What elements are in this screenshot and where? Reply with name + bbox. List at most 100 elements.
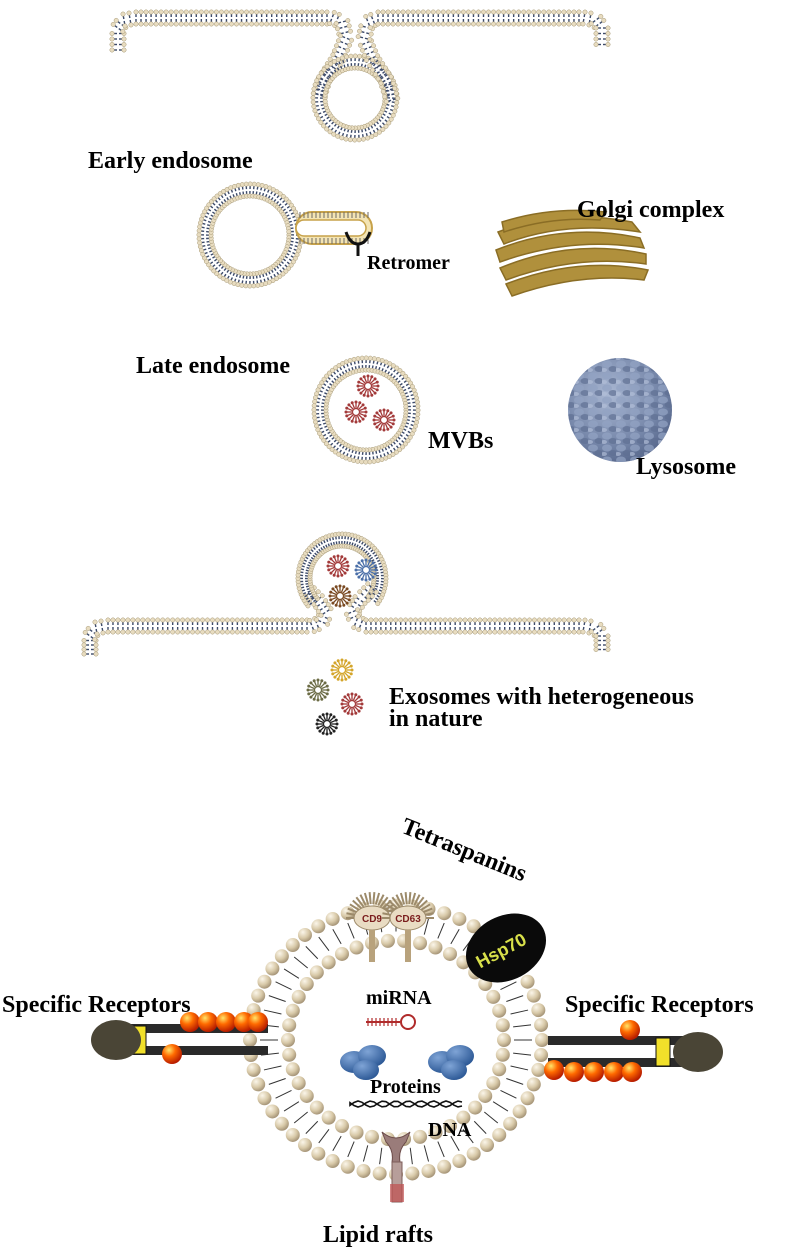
lipid-head-bead bbox=[421, 1163, 436, 1178]
lipid-head-bead bbox=[478, 1088, 493, 1103]
ligand-bead bbox=[622, 1062, 642, 1082]
lipid-head-bead bbox=[443, 1119, 457, 1134]
lipid-head-bead bbox=[325, 911, 340, 926]
hsp70-protein: Hsp70 bbox=[465, 913, 547, 983]
intraluminal-vesicle bbox=[344, 400, 368, 424]
ligand-bead bbox=[180, 1012, 200, 1032]
lipid-head-bead bbox=[282, 1047, 297, 1062]
lipid-head-bead bbox=[466, 1146, 481, 1161]
lipid-head-bead bbox=[437, 906, 452, 921]
dna-label: DNA bbox=[428, 1119, 472, 1141]
lipid-head-bead bbox=[291, 1076, 306, 1091]
lysosome bbox=[568, 358, 672, 462]
lipid-head-bead bbox=[531, 1062, 546, 1077]
lipid-head-bead bbox=[380, 933, 395, 948]
mirna-icon bbox=[366, 1014, 416, 1030]
golgi-complex-label: Golgi complex bbox=[577, 197, 724, 223]
early-endosome-label: Early endosome bbox=[88, 148, 253, 174]
lipid-head-bead bbox=[456, 1110, 471, 1125]
lipid-head-bead bbox=[281, 1033, 295, 1047]
golgi-cisterna bbox=[501, 209, 608, 233]
specific-receptor-left bbox=[91, 1012, 268, 1064]
dna-helix bbox=[349, 1100, 463, 1108]
lipid-head-bead bbox=[520, 974, 535, 989]
lipid-head-bead bbox=[443, 946, 457, 961]
plasma-membrane-fusion-left bbox=[81, 585, 334, 657]
lipid-head-bead bbox=[428, 940, 443, 955]
late-endosome-label: Late endosome bbox=[136, 353, 290, 379]
lipid-head-bead bbox=[495, 1047, 510, 1062]
organelles bbox=[306, 209, 672, 736]
tetraspanin-cd63: CD63 bbox=[382, 892, 434, 962]
exosomes-label-line1: Exosomes with heterogeneous bbox=[389, 684, 694, 710]
lipid-head-bead bbox=[243, 1033, 257, 1047]
lipid-head-bead bbox=[364, 1129, 379, 1144]
lipid-head-bead bbox=[309, 965, 324, 980]
golgi-complex bbox=[495, 209, 650, 297]
lipid-raft bbox=[381, 1131, 411, 1203]
early-endosome-tubule bbox=[295, 211, 373, 245]
lipid-head-bead bbox=[349, 940, 364, 955]
early-endosome-membrane bbox=[196, 181, 304, 289]
intraluminal-vesicle bbox=[356, 374, 380, 398]
intraluminal-vesicle bbox=[328, 584, 352, 608]
lipid-head-bead bbox=[534, 1048, 549, 1063]
ligand-bead bbox=[198, 1012, 218, 1032]
lipid-head-bead bbox=[526, 1077, 541, 1092]
lipid-head-bead bbox=[437, 1159, 452, 1174]
late-endosome-membrane bbox=[311, 355, 421, 465]
lipid-head-bead bbox=[349, 1125, 364, 1140]
lipid-head-bead bbox=[480, 1138, 495, 1153]
lipid-head-bead bbox=[335, 1119, 349, 1134]
lipid-head-bead bbox=[466, 919, 481, 934]
lipid-head-bead bbox=[512, 1104, 527, 1119]
specific-receptors-left-label: Specific Receptors bbox=[2, 992, 191, 1018]
lipid-head-bead bbox=[413, 1129, 428, 1144]
lipid-head-bead bbox=[311, 1146, 326, 1161]
lipid-head-bead bbox=[325, 1154, 340, 1169]
lipid-head-bead bbox=[274, 1116, 289, 1131]
lysosome-label: Lysosome bbox=[636, 454, 736, 480]
intraluminal-vesicle bbox=[326, 554, 350, 578]
lipid-head-bead bbox=[495, 1018, 510, 1033]
lipid-head-bead bbox=[492, 1062, 507, 1077]
protein-a bbox=[340, 1045, 386, 1080]
plasma-membrane-fusion-right bbox=[343, 581, 611, 652]
ligand-bead bbox=[162, 1044, 182, 1064]
intraluminal-vesicle bbox=[354, 558, 378, 582]
lipid-head-bead bbox=[265, 961, 280, 976]
retromer-label: Retromer bbox=[367, 252, 450, 274]
lipid-tails bbox=[260, 914, 532, 1166]
ligand-bead bbox=[234, 1012, 254, 1032]
released-exosome bbox=[306, 678, 330, 702]
specific-receptors-right-label: Specific Receptors bbox=[565, 992, 754, 1018]
lipid-head-bead bbox=[321, 1110, 336, 1125]
lipid-head-bead bbox=[340, 1159, 355, 1174]
lipid-head-bead bbox=[534, 1017, 549, 1032]
ligand-bead bbox=[604, 1062, 624, 1082]
mvb-fusing-membrane bbox=[295, 531, 389, 609]
lipid-head-bead bbox=[531, 1003, 546, 1018]
golgi-cisterna bbox=[495, 231, 646, 263]
mvbs-label: MVBs bbox=[428, 428, 493, 454]
lipid-head-bead bbox=[497, 1033, 511, 1047]
mirna-label: miRNA bbox=[366, 987, 432, 1009]
tetraspanins-label: Tetraspanins bbox=[398, 813, 531, 887]
lipid-head-bead bbox=[428, 1125, 443, 1140]
lipid-head-bead bbox=[372, 1166, 387, 1181]
lipid-head-bead bbox=[492, 1127, 507, 1142]
specific-receptor-right bbox=[544, 1020, 723, 1082]
tetraspanin-cd9: CD9 bbox=[346, 892, 398, 962]
exosomes-label-line2: in nature bbox=[389, 706, 483, 732]
exosome-bilayer bbox=[243, 898, 549, 1182]
lipid-head-bead bbox=[299, 977, 314, 992]
lipid-head-bead bbox=[285, 1062, 300, 1077]
ligand-bead bbox=[564, 1062, 584, 1082]
lipid-head-bead bbox=[246, 1062, 261, 1077]
lipid-head-bead bbox=[356, 1163, 371, 1178]
released-exosome bbox=[315, 712, 339, 736]
lipid-head-bead bbox=[486, 1076, 501, 1091]
lipid-head-bead bbox=[299, 1088, 314, 1103]
protein-b bbox=[428, 1045, 474, 1080]
